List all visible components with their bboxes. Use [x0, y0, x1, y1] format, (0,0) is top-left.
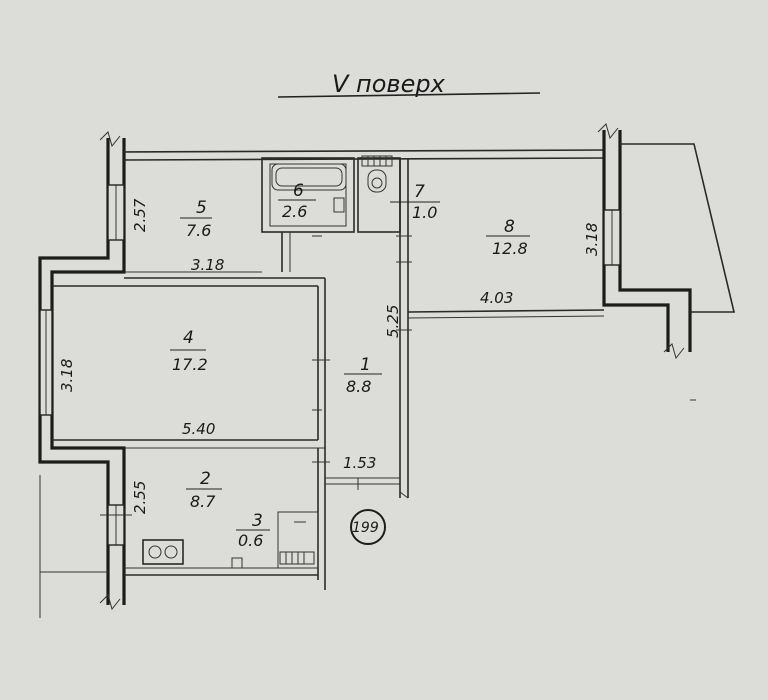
break-mark-top-right: [597, 123, 619, 140]
room-6-area: 2.6: [282, 202, 307, 221]
toilet-bowl-icon: [371, 177, 383, 189]
room-3-number: 3: [252, 511, 263, 531]
break-mark-top-left: [99, 131, 121, 148]
room-7-number: 7: [414, 182, 425, 202]
dim-room-8-length: 4.03: [480, 289, 513, 307]
room-8-area: 12.8: [492, 239, 528, 258]
title-underline: [277, 92, 541, 98]
dimension-ticks: [100, 235, 696, 523]
kitchen-sink-icon: [231, 557, 243, 569]
dim-room-8-width: 3.18: [583, 223, 601, 256]
entrance-jamb: [399, 491, 409, 499]
toilet-icon: [367, 169, 387, 193]
room-7-area: 1.0: [412, 203, 437, 222]
apartment-number: 199: [352, 520, 379, 536]
room-4-area: 17.2: [172, 355, 208, 374]
stove-burner-right-icon: [164, 545, 178, 559]
room-8-number: 8: [504, 217, 515, 237]
storage-outline: [277, 511, 319, 569]
room-2-area: 8.7: [190, 492, 216, 511]
storage-shelf: [279, 551, 315, 565]
dim-corridor-width: 1.53: [343, 454, 376, 472]
room-5-area: 7.6: [186, 221, 211, 240]
wc-cistern-icon: [361, 155, 393, 167]
room-2-number: 2: [200, 469, 211, 489]
room-1-number: 1: [360, 355, 371, 375]
stove-icon: [142, 539, 184, 565]
top-wall-outer: [123, 149, 605, 153]
room-8-bottom-wall-inner: [407, 315, 605, 319]
bathtub-icon: [271, 163, 347, 191]
balcony-outline: [620, 143, 736, 313]
dim-room-2-width: 2.55: [131, 481, 149, 514]
sink-icon: [333, 197, 345, 213]
bathroom-outline: [261, 157, 355, 233]
dim-corridor-length: 5.25: [384, 305, 402, 338]
room-3-area: 0.6: [238, 531, 263, 550]
room-4-number: 4: [183, 328, 194, 348]
room-1-area: 8.8: [346, 377, 371, 396]
floor-title: V поверх: [332, 70, 446, 98]
room-8-bottom-wall: [407, 309, 605, 313]
top-wall-inner: [123, 157, 605, 161]
dim-room-5-length: 3.18: [191, 256, 224, 274]
break-mark-bottom-right: [663, 343, 685, 360]
room-6-number: 6: [293, 181, 304, 201]
dim-room-4-width: 3.18: [58, 359, 76, 392]
dim-room-5-width: 2.57: [131, 198, 149, 232]
wc-outline: [357, 157, 401, 233]
stove-burner-left-icon: [148, 545, 162, 559]
dim-room-4-length: 5.40: [182, 420, 215, 438]
apartment-number-circle: [350, 509, 386, 545]
bathtub-inner-icon: [275, 167, 343, 187]
room-5-number: 5: [196, 198, 207, 218]
break-mark-bottom-left: [99, 594, 121, 611]
